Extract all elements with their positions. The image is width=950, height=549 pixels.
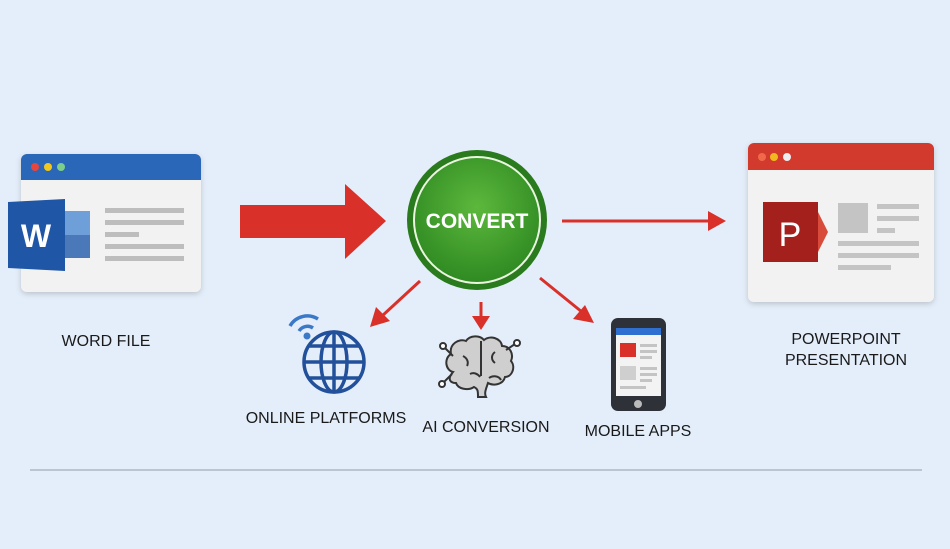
word-file-label: WORD FILE [62,333,151,350]
svg-text:P: P [779,216,802,254]
globe-wifi-icon [288,314,366,394]
arrow-to-mobile-icon [539,276,594,323]
slide-content [838,203,919,270]
convert-node: CONVERT [407,150,547,290]
maximize-dot-icon [783,153,791,161]
arrow-to-powerpoint-icon [562,211,726,231]
word-logo-icon: W [8,199,65,271]
word-file-window: W [8,154,201,292]
powerpoint-label-line2: PRESENTATION [785,352,907,369]
minimize-dot-icon [44,163,52,171]
powerpoint-window: P [748,143,934,302]
mobile-apps-label: MOBILE APPS [585,423,692,440]
svg-text:W: W [21,218,52,254]
convert-label: CONVERT [426,210,529,233]
arrow-to-ai-icon [472,302,490,330]
powerpoint-logo-icon: P [763,202,828,262]
document-lines [105,208,184,261]
online-platforms-label: ONLINE PLATFORMS [246,410,407,427]
brain-icon [438,335,521,398]
smartphone-icon [611,318,666,411]
minimize-dot-icon [770,153,778,161]
close-dot-icon [31,163,39,171]
powerpoint-label-line1: POWERPOINT [791,331,901,348]
close-dot-icon [758,153,766,161]
ai-conversion-label: AI CONVERSION [422,419,549,436]
arrow-to-online-icon [370,279,422,327]
big-arrow-icon [240,184,386,259]
maximize-dot-icon [57,163,65,171]
